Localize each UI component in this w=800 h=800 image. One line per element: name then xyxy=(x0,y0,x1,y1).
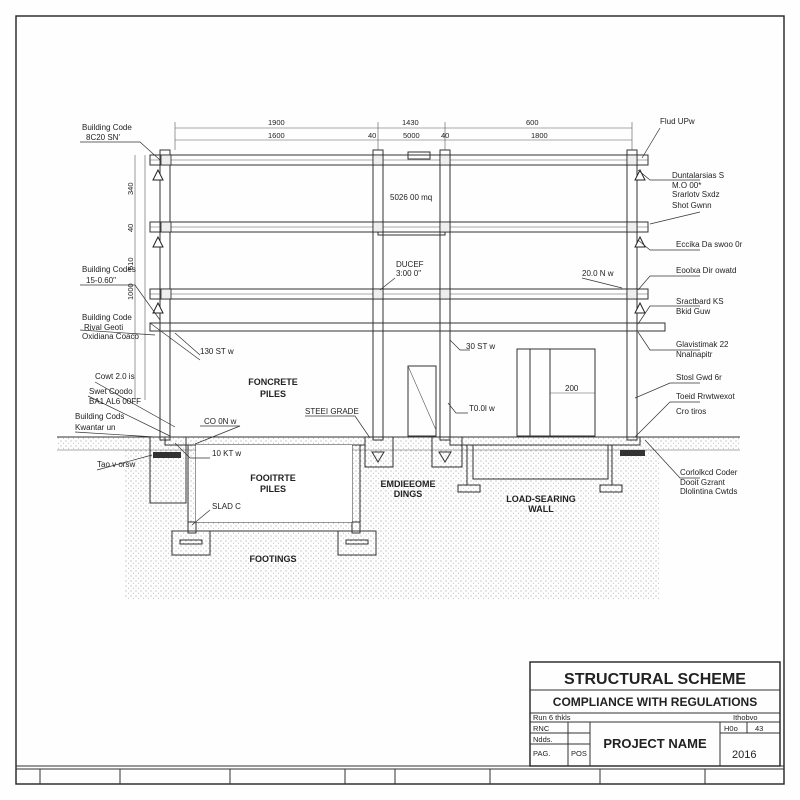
label-footings: FOOTINGS xyxy=(250,554,297,564)
label-nnal: Nnalnapitr xyxy=(676,350,713,359)
load-bearing-wall xyxy=(364,436,645,493)
label-load-bearing: LOAD-SEARING xyxy=(506,494,576,504)
label-swet: Swet Coodo xyxy=(89,387,133,396)
dim-sub-right: 1800 xyxy=(531,131,548,140)
dim-v1: 340 xyxy=(126,182,135,195)
label-eoolxa: Eoolxa Dir owatd xyxy=(676,266,736,275)
label-building-cods: Building Cods xyxy=(75,412,124,421)
label-building-code-3b: Oxidiana Coaco xyxy=(82,332,139,341)
tb-c3: PAG. xyxy=(533,749,550,758)
tb-c1: RNC xyxy=(533,724,550,733)
tb-c2: Ndds. xyxy=(533,735,553,744)
floor-beams xyxy=(149,151,666,332)
sheet-border xyxy=(15,15,785,785)
label-emd: EMDIEEOME xyxy=(380,479,435,489)
label-building-code-3a: Rival Geoti xyxy=(84,323,123,332)
bottom-strip xyxy=(16,765,784,784)
tb-sheet-number: 43 xyxy=(755,724,763,733)
label-5026: 5026 00 mq xyxy=(390,193,432,202)
label-wall: WALL xyxy=(528,504,554,514)
label-shot: Shot Gwnn xyxy=(672,201,712,210)
ground-layer xyxy=(57,437,740,450)
dim-gap-a: 40 xyxy=(368,131,376,140)
annotations: Building Code 8C20 SN' Building Codes 15… xyxy=(75,117,743,511)
tb-row-right: Ithobvo xyxy=(733,713,758,722)
label-building-code-1: Building Code xyxy=(82,123,132,132)
dim-top-mid: 1430 xyxy=(402,118,419,127)
label-bkid: Bkid Guw xyxy=(676,307,710,316)
dim-v4: 1000 xyxy=(126,283,135,300)
label-corl: Corlolkcd Coder xyxy=(680,468,738,477)
dim-gap-b: 40 xyxy=(441,131,449,140)
label-sract: Sractbard KS xyxy=(676,297,724,306)
label-steel-grade: STEEI GRADE xyxy=(305,407,359,416)
label-kwan: Kwantar un xyxy=(75,423,115,432)
support-triangles xyxy=(152,168,646,314)
label-t0: T0.0l w xyxy=(469,404,495,413)
dim-sub-left: 1600 xyxy=(268,131,285,140)
basement xyxy=(149,436,377,556)
label-dunt: Duntalarsias S xyxy=(672,171,724,180)
label-ducef: DUCEF xyxy=(396,260,424,269)
dim-top-right: 600 xyxy=(526,118,539,127)
label-fooitrte: FOOITRTE xyxy=(250,473,296,483)
leader-lines xyxy=(74,127,701,526)
label-building-code-1-value: 8C20 SN' xyxy=(86,133,120,142)
dimension-text: 1900 1600 1430 5000 40 40 600 1800 340 4… xyxy=(126,118,548,300)
label-piles-1: PILES xyxy=(260,389,286,399)
tb-row-left: Run 6 thkls xyxy=(533,713,571,722)
label-glav: Glavistimak 22 xyxy=(676,340,729,349)
label-stosl: Stosl Gwd 6r xyxy=(676,373,722,382)
title: STRUCTURAL SCHEME xyxy=(564,671,746,688)
joint-nodes xyxy=(160,154,638,300)
label-piles-2: PILES xyxy=(260,484,286,494)
label-dings: DINGS xyxy=(394,489,423,499)
dim-sub-mid: 5000 xyxy=(403,131,420,140)
label-200: 200 xyxy=(565,384,579,393)
label-cowt: Cowt 2.0 is xyxy=(95,372,135,381)
label-flud: Flud UPw xyxy=(660,117,695,126)
door xyxy=(407,365,437,437)
tb-c3b: POS xyxy=(571,749,587,758)
label-20n: 20.0 N w xyxy=(582,269,614,278)
label-foncrete: FONCRETE xyxy=(248,377,298,387)
project-name: PROJECT NAME xyxy=(603,736,707,751)
label-ducef-value: 3:00 0" xyxy=(396,269,421,278)
label-co: CO 0N w xyxy=(204,417,237,426)
label-10kt: 10 KT w xyxy=(212,449,241,458)
label-cro: Cro tiros xyxy=(676,407,706,416)
label-mo: M.O 00* xyxy=(672,181,701,190)
dim-top-left: 1900 xyxy=(268,118,285,127)
dim-v2: 510 xyxy=(126,257,135,270)
subtitle: COMPLIANCE WITH REGULATIONS xyxy=(553,695,757,709)
label-dlol: Dlolintina Cwtds xyxy=(680,487,737,496)
dim-v3: 40 xyxy=(126,224,135,232)
label-toeid: Toeid Rrwtwexot xyxy=(676,392,735,401)
label-ba1: BA1 AL6 00FF xyxy=(89,397,141,406)
label-slad: SLAD C xyxy=(212,502,241,511)
label-srar: Srarlotv Sxdz xyxy=(672,190,720,199)
label-dooit: Dooit Gzrant xyxy=(680,478,726,487)
zone-labels: FONCRETE PILES FOOITRTE PILES EMDIEEOME … xyxy=(248,377,576,564)
label-tao: Tao v orsw xyxy=(97,460,135,469)
label-130: 130 ST w xyxy=(200,347,234,356)
label-building-code-2-value: 15-0.60" xyxy=(86,276,116,285)
label-30: 30 ST w xyxy=(466,342,495,351)
cabinet xyxy=(516,348,596,437)
label-building-code-3: Building Code xyxy=(82,313,132,322)
title-block: STRUCTURAL SCHEME COMPLIANCE WITH REGULA… xyxy=(529,661,781,767)
label-building-code-2: Building Codes xyxy=(82,265,136,274)
tb-sheet-label: H0o xyxy=(724,724,738,733)
label-eccika: Eccika Da swoo 0r xyxy=(676,240,743,249)
dimension-lines xyxy=(134,122,633,400)
tb-year: 2016 xyxy=(732,749,756,761)
